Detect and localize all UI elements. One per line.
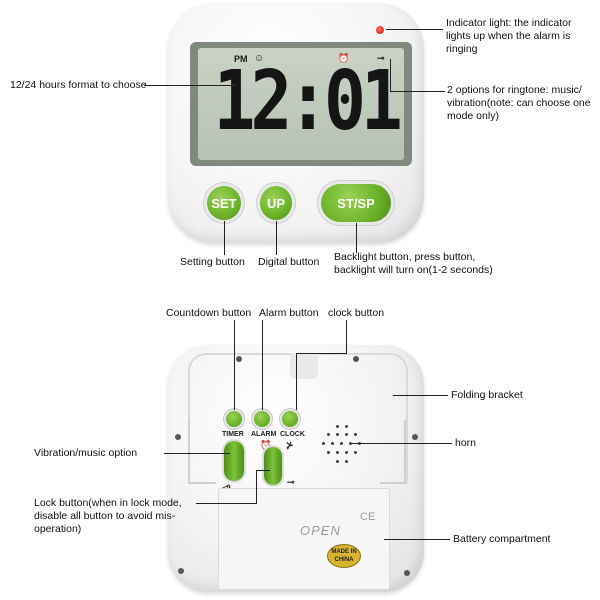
lock-switch[interactable] (264, 447, 282, 485)
clock-label: CLOCK (280, 431, 305, 438)
vibration-leader-line (164, 453, 230, 454)
countdown-button-label: Countdown button (166, 307, 252, 319)
indicator-light (376, 26, 384, 34)
screw (404, 570, 410, 576)
battery-compartment-label: Battery compartment (453, 533, 551, 545)
screw (175, 434, 181, 440)
alarm-bell-icon: ⏰ (260, 440, 272, 450)
alarm-label: ALARM (251, 431, 277, 438)
digital-leader-line (276, 221, 277, 255)
timer-label: TIMER (222, 431, 244, 438)
indicator-leader-line (386, 29, 443, 30)
battery-leader-line (384, 539, 450, 540)
countdown-leader-line (234, 320, 235, 410)
screw (236, 356, 242, 362)
key-icon: ⊸ (287, 477, 295, 487)
clock-leader-horizontal (296, 353, 347, 354)
alarm-bell-icon: ⏰ (338, 53, 350, 63)
alarm-button-label: Alarm button (259, 307, 319, 319)
indicator-light-label: Indicator light: the indicator lights up… (446, 17, 572, 55)
bracket-right-leg (380, 420, 406, 484)
key-icon: ⊸ (377, 53, 385, 63)
hours-format-leader-line (144, 85, 234, 86)
screw (412, 434, 418, 440)
vibration-music-switch[interactable] (224, 441, 244, 481)
set-button[interactable]: SET (207, 186, 241, 220)
alarm-leader-line (262, 320, 263, 410)
lock-leader-end (256, 470, 270, 471)
clock-leader-vertical (346, 320, 347, 353)
lock-button-label: Lock button(when in lock mode, disable a… (34, 497, 182, 535)
timer-button[interactable] (226, 411, 242, 427)
clock-button[interactable] (282, 411, 298, 427)
ce-mark: CE (360, 511, 376, 523)
hours-format-label: 12/24 hours format to choose (10, 79, 147, 91)
screw (353, 356, 359, 362)
bracket-left-leg (188, 420, 216, 484)
pm-indicator: PM (234, 54, 248, 64)
backlight-button-label: Backlight button, press button, backligh… (334, 251, 493, 276)
horn-label: horn (455, 437, 477, 449)
smiley-icon: ☺ (254, 53, 265, 64)
backlight-leader-line (356, 223, 357, 253)
screw (178, 568, 184, 574)
battery-compartment-cover[interactable] (218, 488, 390, 590)
digital-button-label: Digital button (258, 256, 320, 268)
bracket-leader-line (393, 395, 448, 396)
vibration-music-label: Vibration/music option (34, 447, 138, 459)
horn-leader-line (352, 443, 452, 444)
up-button[interactable]: UP (260, 186, 292, 220)
setting-leader-line (224, 221, 225, 255)
hours-format-pointer (232, 83, 236, 87)
lock-leader-vertical (256, 470, 257, 504)
open-text: OPEN (300, 523, 341, 538)
folding-bracket-label: Folding bracket (451, 389, 523, 401)
made-in-china-sticker: MADE IN CHINA (327, 544, 361, 568)
lcd-time-display: 12:01 (213, 54, 402, 149)
lock-leader-horizontal (196, 503, 256, 504)
clock-leader-down (296, 353, 297, 410)
mute-icon: ⊁ (286, 440, 294, 450)
stsp-button[interactable]: ST/SP (321, 184, 391, 222)
clock-button-label: clock button (328, 307, 385, 319)
setting-button-label: Setting button (180, 256, 245, 268)
ringtone-label: 2 options for ringtone: music/ vibration… (447, 84, 591, 122)
ringtone-leader-line (390, 91, 445, 92)
ringtone-leader-vertical (390, 59, 391, 91)
bracket-hinge (290, 353, 318, 379)
lcd-screen (198, 48, 404, 160)
alarm-button[interactable] (254, 411, 270, 427)
